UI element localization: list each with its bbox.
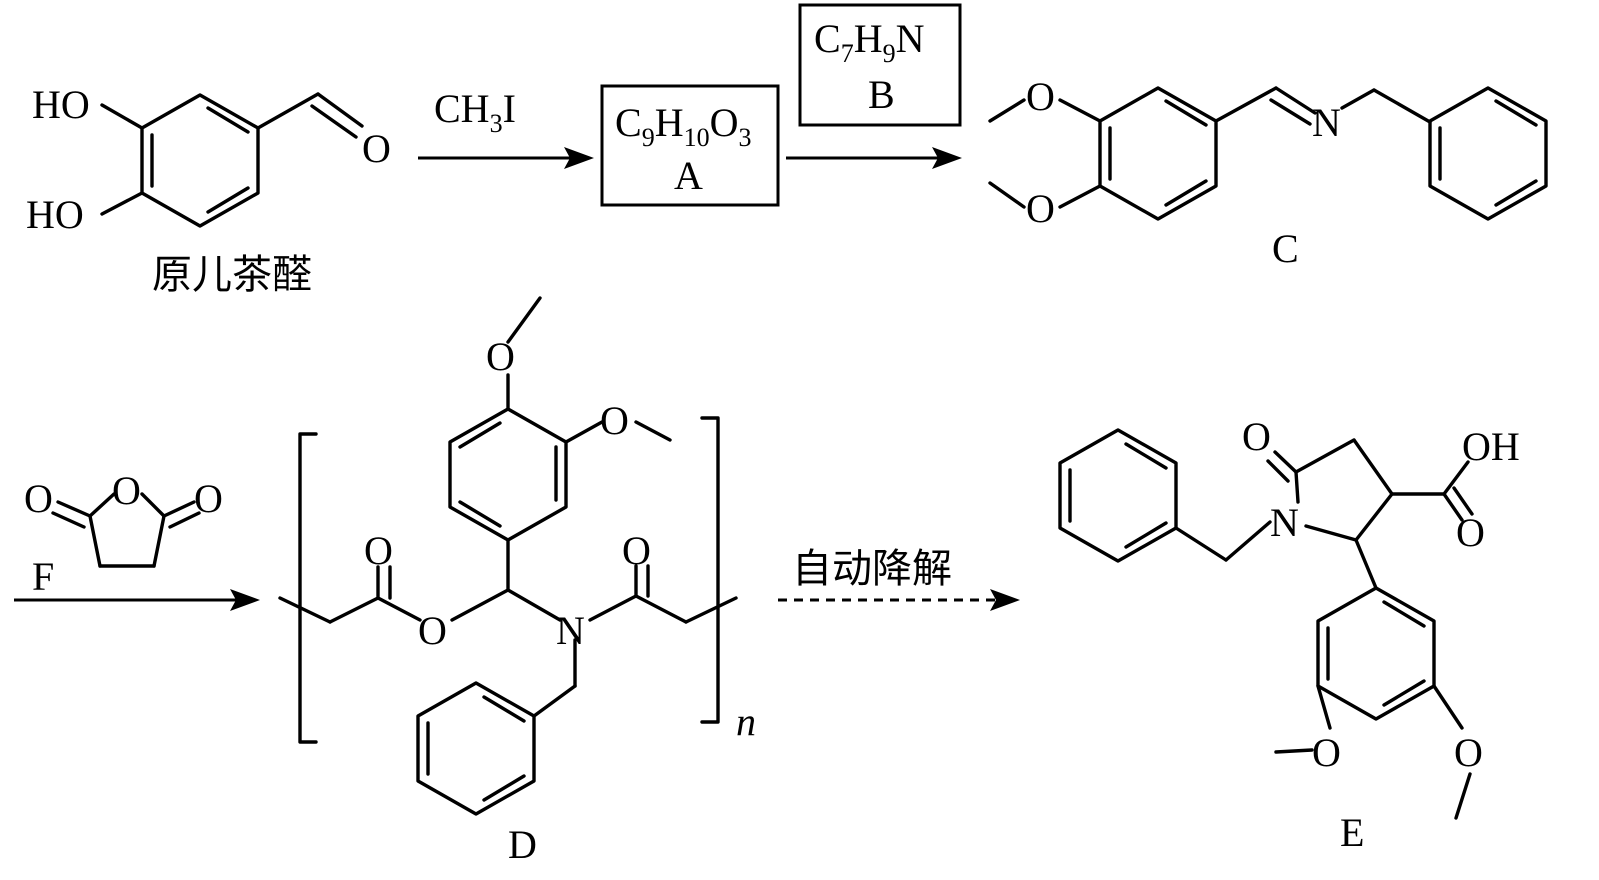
- compound-c-label: C: [1272, 226, 1299, 271]
- imine-nitrogen-label: N: [1312, 100, 1341, 145]
- aldehyde-oxygen-label: O: [362, 126, 391, 171]
- arrow-step-1: CH3I: [418, 86, 594, 169]
- formula-a: C9H10O3: [615, 100, 751, 152]
- succinic-anhydride-structure: O O O: [24, 468, 223, 568]
- box-a: C9H10O3 A: [600, 84, 780, 207]
- lactam-nitrogen-label: N: [1270, 500, 1299, 545]
- carbonyl-oxygen-label: O: [24, 476, 53, 521]
- start-material-name: 原儿茶醛: [152, 252, 312, 297]
- arrow-degradation: 自动降解: [778, 546, 1020, 611]
- ester-oxygen-label: O: [418, 608, 447, 653]
- hydroxyl-label: HO: [26, 192, 84, 237]
- carboxyl-carbonyl-oxygen-label: O: [1456, 510, 1485, 555]
- arrow-step-2: [786, 147, 962, 169]
- hydroxyl-label: HO: [32, 82, 90, 127]
- compound-e-structure: O N OH O O O: [1058, 414, 1520, 820]
- methoxy-oxygen-label: O: [486, 334, 515, 379]
- compound-d-label: D: [508, 822, 537, 867]
- ester-carbonyl-oxygen-label: O: [364, 528, 393, 573]
- methoxy-oxygen-label: O: [1026, 74, 1055, 119]
- reagent-f-label: F: [32, 554, 54, 599]
- label-b: B: [868, 72, 895, 117]
- box-b: C7H9N B: [798, 3, 962, 127]
- protocatechualdehyde-structure: HO HO O: [26, 82, 391, 237]
- formula-b: C7H9N: [814, 16, 924, 68]
- methoxy-oxygen-label: O: [1454, 730, 1483, 775]
- lactam-carbonyl-oxygen-label: O: [1242, 414, 1271, 459]
- amide-carbonyl-oxygen-label: O: [622, 528, 651, 573]
- amide-nitrogen-label: N: [556, 608, 585, 653]
- methoxy-oxygen-label: O: [1026, 186, 1055, 231]
- ring-oxygen-label: O: [112, 468, 141, 513]
- polymer-n-label: n: [736, 699, 756, 744]
- compound-c-structure: O O N: [988, 74, 1548, 231]
- methoxy-oxygen-label: O: [600, 398, 629, 443]
- reagent-ch3i: CH3I: [434, 86, 516, 138]
- label-a: A: [674, 153, 703, 198]
- polymer-d-structure: O O N O O O n: [278, 296, 756, 816]
- compound-e-label: E: [1340, 810, 1364, 855]
- methoxy-oxygen-label: O: [1312, 730, 1341, 775]
- carboxyl-oh-label: OH: [1462, 424, 1520, 469]
- arrow-step-3: [14, 589, 260, 611]
- degradation-label: 自动降解: [792, 546, 952, 591]
